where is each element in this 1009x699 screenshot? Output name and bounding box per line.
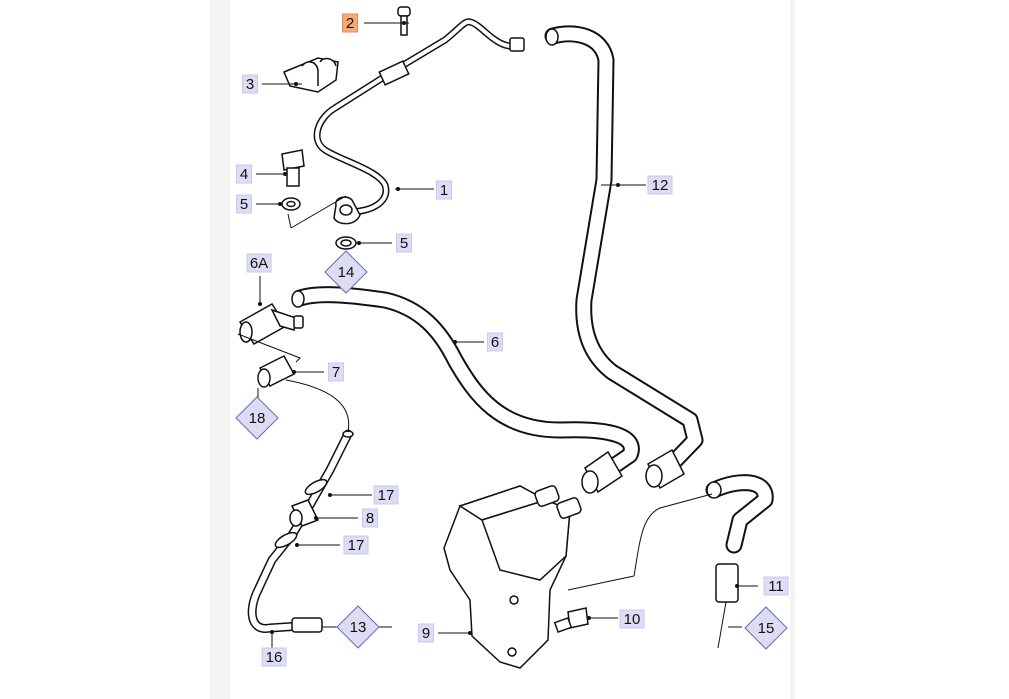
part-7-label[interactable]: 7 xyxy=(332,364,340,381)
bolt-10 xyxy=(553,607,589,634)
part-16-label-box[interactable] xyxy=(261,647,287,667)
connector-8 xyxy=(289,499,320,527)
clamp-17b xyxy=(274,531,298,549)
washer-5a-hole xyxy=(286,200,296,208)
part-8-label[interactable]: 8 xyxy=(366,510,374,527)
ref-15-diamond[interactable] xyxy=(744,606,788,650)
hose-6 xyxy=(291,286,640,494)
part-1-label[interactable]: 1 xyxy=(440,182,448,199)
part-3-label-box[interactable] xyxy=(242,74,258,94)
part-2-label-box[interactable] xyxy=(342,13,358,33)
part-5a-label[interactable]: 5 xyxy=(240,196,248,213)
part-5a-label-box[interactable] xyxy=(236,194,252,214)
ref-18-diamond[interactable] xyxy=(235,396,279,440)
part-11-label-box[interactable] xyxy=(763,576,789,596)
tube-16 xyxy=(247,429,354,633)
part-4-label[interactable]: 4 xyxy=(240,166,248,183)
part-17a-label[interactable]: 17 xyxy=(378,487,395,504)
part-9-label-box[interactable] xyxy=(418,623,434,643)
reservoir-9 xyxy=(443,485,582,669)
part-5b-label-box[interactable] xyxy=(396,233,412,253)
part-10-label[interactable]: 10 xyxy=(624,611,641,628)
part-6-label[interactable]: 6 xyxy=(491,334,499,351)
valve-6a xyxy=(238,302,304,346)
part-8-label-box[interactable] xyxy=(362,508,378,528)
reference-diamonds: 14 18 13 15 xyxy=(235,250,788,650)
part-17a-label-box[interactable] xyxy=(373,485,399,505)
ref-14-diamond[interactable] xyxy=(324,250,368,294)
ref-13-label[interactable]: 13 xyxy=(350,619,367,636)
hose-12 xyxy=(544,25,704,490)
part-17b-label-box[interactable] xyxy=(343,535,369,555)
washer-5b-hole xyxy=(340,239,352,247)
part-1-label-box[interactable] xyxy=(436,180,452,200)
clamp-17a xyxy=(304,478,328,496)
part-11-label[interactable]: 11 xyxy=(768,578,784,595)
pipe-1 xyxy=(313,18,525,225)
part-4-label-box[interactable] xyxy=(236,164,252,184)
screw-2 xyxy=(397,6,411,36)
part-5b-label[interactable]: 5 xyxy=(400,235,408,252)
part-3-label[interactable]: 3 xyxy=(246,76,254,93)
ref-14-label[interactable]: 14 xyxy=(338,264,355,281)
part-9-label[interactable]: 9 xyxy=(422,625,430,642)
part-17b-label[interactable]: 17 xyxy=(348,537,365,554)
part-12-label[interactable]: 12 xyxy=(652,177,669,194)
ref-15-label[interactable]: 15 xyxy=(758,620,775,637)
fitting-7 xyxy=(257,355,296,388)
part-12-label-box[interactable] xyxy=(647,175,673,195)
part-16-label[interactable]: 16 xyxy=(266,649,283,666)
ref-18-label[interactable]: 18 xyxy=(249,410,266,427)
part-2-label[interactable]: 2 xyxy=(346,15,354,32)
hose-11 xyxy=(705,474,774,603)
leader-lines xyxy=(237,22,758,649)
leader-dots xyxy=(258,21,739,635)
part-6-label-box[interactable] xyxy=(487,332,503,352)
part-6a-label-box[interactable] xyxy=(246,253,272,273)
part-10-label-box[interactable] xyxy=(619,609,645,629)
clip-3 xyxy=(283,57,339,93)
part-7-label-box[interactable] xyxy=(328,362,344,382)
part-6a-label[interactable]: 6A xyxy=(250,255,268,272)
bolt-4 xyxy=(281,149,305,187)
ref-13-diamond[interactable] xyxy=(336,605,380,649)
